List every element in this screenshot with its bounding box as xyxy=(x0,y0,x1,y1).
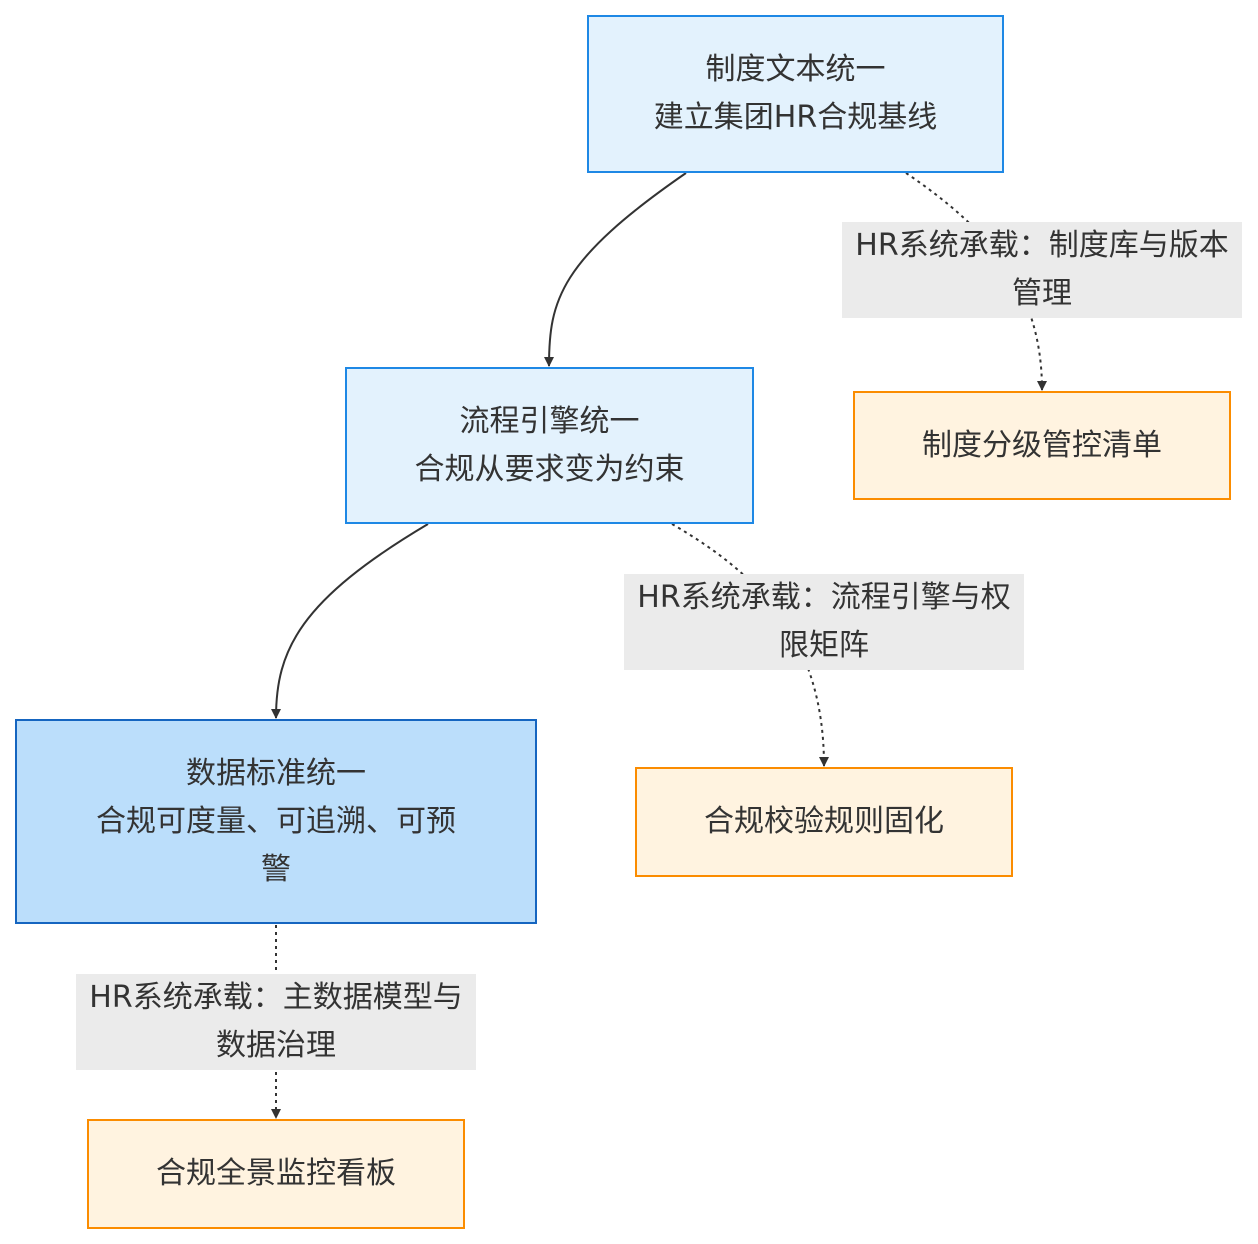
node-title: 合规全景监控看板 xyxy=(156,1156,396,1191)
edge-process-to-data xyxy=(271,523,429,719)
node-subtitle: 建立集团HR合规基线 xyxy=(653,100,938,135)
node-process-engine-unify: 流程引擎统一 合规从要求变为约束 xyxy=(345,367,754,524)
edge-label-process-matrix: HR系统承载：流程引擎与权 限矩阵 xyxy=(624,574,1024,670)
node-subtitle-wrap: 警 xyxy=(261,851,291,887)
node-rule-solidify: 合规校验规则固化 xyxy=(635,767,1013,877)
node-title: 流程引擎统一 xyxy=(459,403,640,439)
node-data-standard-unify: 数据标准统一 合规可度量、可追溯、可预 警 xyxy=(15,719,537,924)
edge-label-text: 数据治理 xyxy=(216,1028,336,1063)
node-title: 数据标准统一 xyxy=(186,755,366,791)
node-policy-tier-list: 制度分级管控清单 xyxy=(853,391,1231,500)
edge-label-text: 管理 xyxy=(1012,276,1072,311)
edge-label-text: HR系统承载：流程引擎与权 xyxy=(637,580,1011,615)
node-title: 制度文本统一 xyxy=(705,52,886,87)
node-subtitle: 合规从要求变为约束 xyxy=(414,451,685,487)
edge-label-text: 限矩阵 xyxy=(779,628,869,663)
edge-policy-to-process xyxy=(544,172,687,367)
edge-policy-to-list xyxy=(905,172,1047,391)
edge-label-text: HR系统承载：制度库与版本 xyxy=(855,228,1229,263)
node-title: 制度分级管控清单 xyxy=(922,427,1162,463)
edge-label-policy-library: HR系统承载：制度库与版本 管理 xyxy=(842,222,1242,318)
edge-label-master-data: HR系统承载：主数据模型与 数据治理 xyxy=(76,974,476,1070)
node-compliance-dashboard: 合规全景监控看板 xyxy=(87,1119,465,1229)
node-title: 合规校验规则固化 xyxy=(704,804,944,839)
node-policy-text-unify: 制度文本统一 建立集团HR合规基线 xyxy=(587,15,1004,173)
edge-label-text: HR系统承载：主数据模型与 xyxy=(89,980,463,1015)
node-subtitle: 合规可度量、可追溯、可预 xyxy=(96,803,456,839)
